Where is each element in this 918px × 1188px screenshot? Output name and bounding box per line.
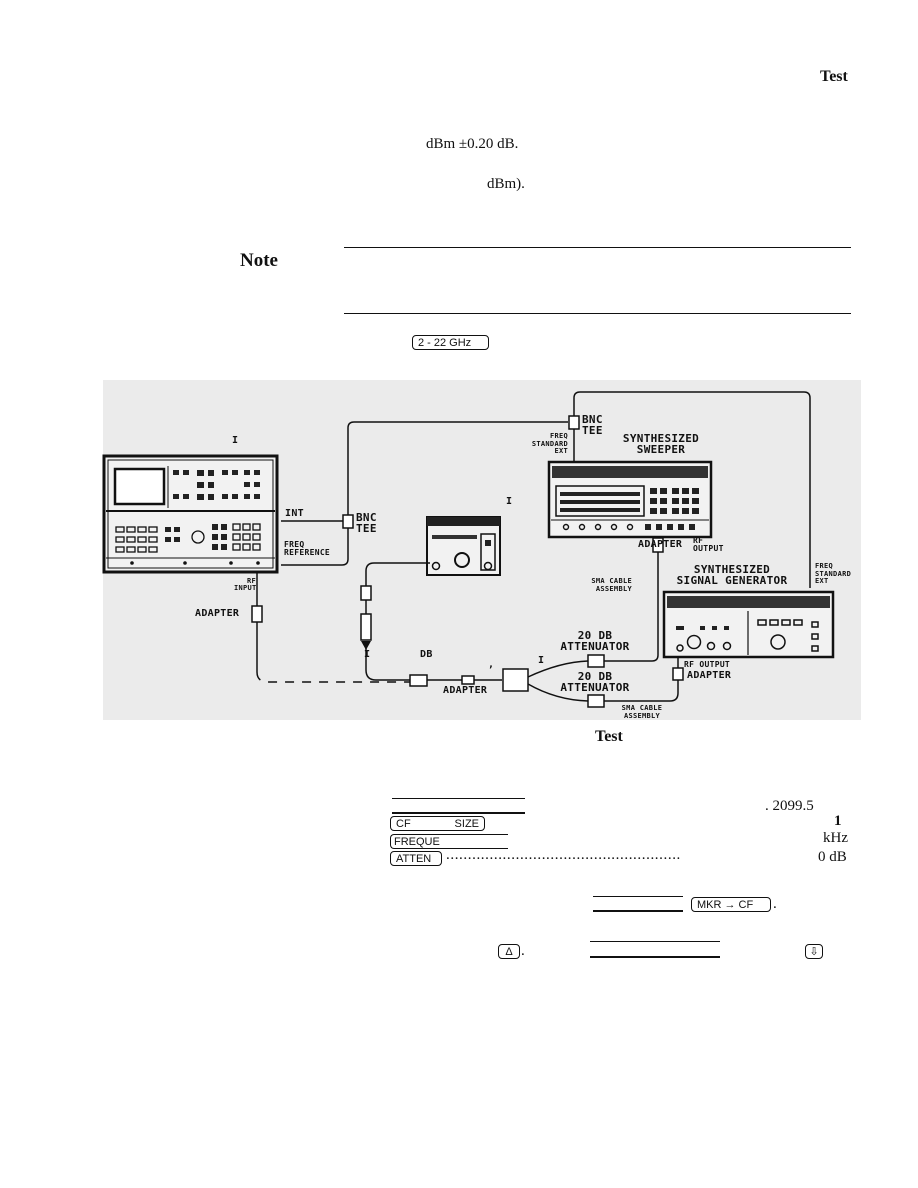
body-text-line-1: dBm ±0.20 dB. <box>426 136 519 152</box>
spectrum-analyzer <box>102 454 279 574</box>
step-rule-1 <box>593 896 683 897</box>
synthesized-signal-generator <box>662 590 835 659</box>
down-arrow-key[interactable]: ⇩ <box>805 944 823 959</box>
delta-key[interactable]: Δ <box>498 944 520 959</box>
running-head: Test <box>820 68 848 85</box>
tick-mark-5: I <box>364 649 371 660</box>
settings-dots: ........................................… <box>446 847 681 863</box>
tick-mark-2: I <box>506 496 513 507</box>
settings-value-1: . 2099.5 <box>765 798 814 814</box>
note-rule-bottom <box>344 313 851 314</box>
label-adapter-left: ADAPTER <box>195 608 240 619</box>
tick-mark-3: , <box>488 659 495 670</box>
mkr-period: . <box>773 896 777 912</box>
step-rule-3 <box>590 941 720 942</box>
label-adapter-gen: ADAPTER <box>687 670 732 681</box>
settings-value-3: kHz <box>823 830 848 846</box>
settings-rule-1 <box>392 798 525 799</box>
connectors <box>251 415 684 708</box>
dashed-cable <box>256 671 410 683</box>
tick-mark-1: I <box>232 435 239 446</box>
tick-mark-4: I <box>538 655 545 666</box>
sensor-tip <box>361 641 371 650</box>
settings-value-2: 1 <box>834 813 842 829</box>
power-meter <box>426 516 501 576</box>
figure-caption: Test <box>595 728 623 745</box>
settings-value-4: 0 dB <box>818 849 847 865</box>
step-rule-2 <box>593 910 683 912</box>
atten-key[interactable]: ATTEN <box>390 851 442 866</box>
synthesized-sweeper <box>547 460 713 539</box>
settings-rule-2 <box>392 812 525 814</box>
band-key[interactable]: 2 - 22 GHz <box>412 335 489 350</box>
label-rf-output-gen: RF OUTPUT <box>684 660 731 669</box>
step-rule-4 <box>590 956 720 958</box>
cf-key-suffix: SIZE <box>454 818 479 830</box>
delta-period: . <box>521 943 525 959</box>
frequency-span-key[interactable]: FREQUE <box>390 834 508 849</box>
label-db: DB <box>420 649 433 660</box>
label-adapter-sweeper: ADAPTER <box>638 539 683 550</box>
mkr-cf-key[interactable]: MKR → CF <box>691 897 771 912</box>
note-label: Note <box>240 250 278 271</box>
cables <box>256 391 811 702</box>
note-rule-top <box>344 247 851 248</box>
cf-key-label: CF <box>396 818 411 830</box>
cf-step-size-key[interactable]: CF SIZE <box>390 816 485 831</box>
body-text-line-2: dBm). <box>487 176 525 192</box>
label-int: INT <box>285 508 304 519</box>
label-adapter-bottom: ADAPTER <box>443 685 488 696</box>
